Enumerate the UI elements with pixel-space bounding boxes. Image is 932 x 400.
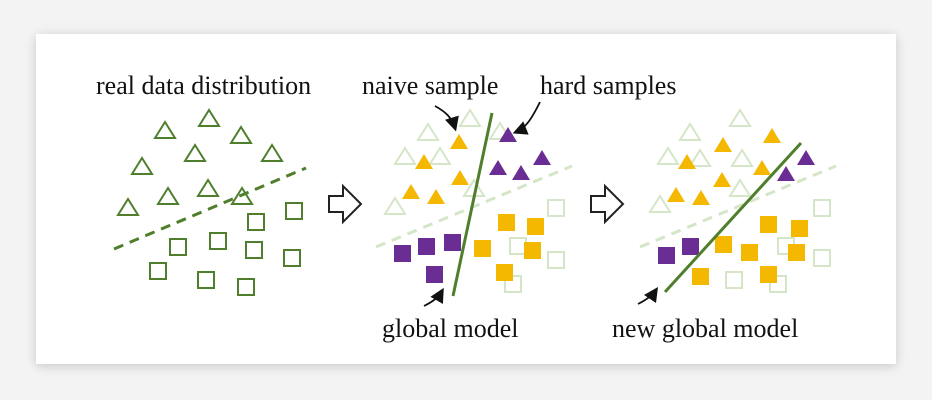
square-purple [444,234,461,251]
triangle-outline [130,156,154,175]
triangle-orange [415,154,433,169]
triangle-orange [451,170,469,185]
label-hard-samples: hard samples [540,71,676,100]
global-model-line [451,112,494,297]
triangle-orange [678,154,696,169]
panel-new-model [637,108,837,305]
square-orange [692,268,709,285]
triangle-orange [753,160,771,175]
triangle-outline [156,186,180,205]
square-orange [527,218,544,235]
triangle-orange [427,189,445,204]
square-orange [524,242,541,259]
triangle-purple [512,165,530,180]
naive-sample-pointer [434,105,459,132]
triangle-outline [197,108,221,127]
panel-real [113,108,307,296]
triangle-outline [230,186,254,205]
triangle-orange [450,134,468,149]
square-outline [209,232,227,250]
square-orange [791,220,808,237]
dashed-boundary [113,166,307,251]
triangle-orange [714,137,732,152]
right-arrow-icon [328,183,363,225]
square-orange [741,244,758,261]
square-orange [788,244,805,261]
square-purple [394,245,411,262]
square-outline [245,241,263,259]
triangle-outline [196,178,220,197]
triangle-purple [797,150,815,165]
global-model-pointer [423,287,444,307]
triangle-orange [763,128,781,143]
square-purple [426,266,443,283]
square-outline [237,278,255,296]
square-orange [760,266,777,283]
square-outline [149,262,167,280]
square-outline [283,249,301,267]
new-global-model-pointer [637,287,658,305]
triangle-purple [533,150,551,165]
label-naive-sample: naive sample [362,71,498,100]
triangle-outline [153,120,177,139]
triangle-purple [489,160,507,175]
right-arrow-icon [590,183,625,225]
triangle-orange [713,172,731,187]
square-orange [498,214,515,231]
panel-initial-model [375,101,573,307]
label-new-global-model: new global model [612,314,798,343]
triangle-orange [402,184,420,199]
faint-boundary [639,164,837,249]
faint-boundary [375,164,573,249]
triangle-purple [499,127,517,142]
triangle-orange [692,190,710,205]
new-global-model-line [663,141,803,294]
square-outline [197,271,215,289]
label-global-model: global model [382,314,518,343]
label-real-data-distribution: real data distribution [96,71,311,100]
hard-samples-pointer [512,101,541,135]
square-orange [760,216,777,233]
square-orange [715,236,732,253]
triangle-purple [777,166,795,181]
triangle-outline [229,125,253,144]
square-orange [474,240,491,257]
square-orange [496,264,513,281]
triangle-outline [116,197,140,216]
triangle-outline [260,143,284,162]
square-purple [418,238,435,255]
square-outline [169,238,187,256]
triangle-orange [667,187,685,202]
square-outline [247,213,265,231]
square-purple [682,238,699,255]
triangle-outline [183,143,207,162]
square-purple [658,247,675,264]
square-outline [285,202,303,220]
